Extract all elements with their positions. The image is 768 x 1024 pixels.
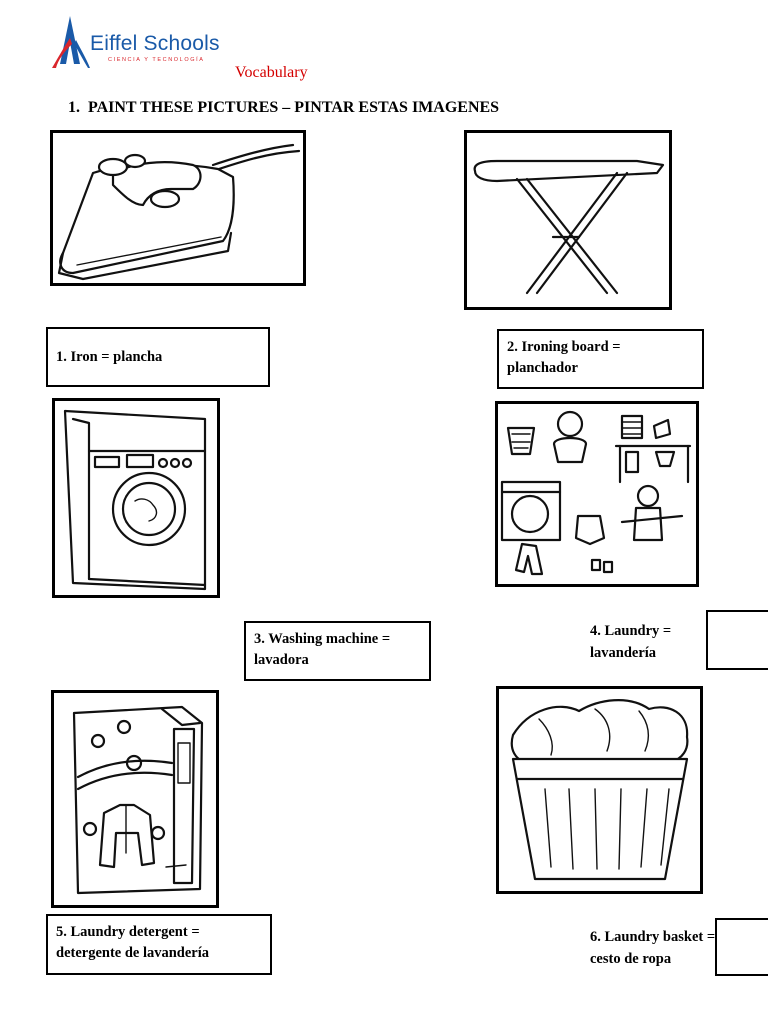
washing-machine-picture	[52, 398, 220, 598]
iron-picture	[50, 130, 306, 286]
label-laundry-line2: lavandería	[590, 645, 657, 661]
label-iron: 1. Iron = plancha	[46, 327, 270, 387]
label-washing-machine-line1: 3. Washing machine =	[254, 631, 391, 647]
answer-box[interactable]	[706, 610, 768, 670]
logo-name: Eiffel Schools	[90, 32, 220, 55]
label-iron-text: 1. Iron = plancha	[56, 349, 163, 365]
laundry-basket-picture	[496, 686, 703, 894]
laundry-scene-icon	[500, 410, 692, 576]
label-laundry-basket: 6. Laundry basket = cesto de ropa	[590, 926, 760, 970]
label-ironing-board-line2: planchador	[507, 360, 578, 376]
detergent-box-icon	[72, 705, 204, 895]
logo-tagline: CIENCIA Y TECNOLOGÍA	[108, 57, 205, 63]
label-laundry: 4. Laundry = lavandería	[590, 620, 710, 664]
ironing-board-picture	[464, 130, 672, 310]
label-washing-machine-line2: lavadora	[254, 652, 309, 668]
detergent-picture	[51, 690, 219, 908]
eiffel-tower-logo-icon	[52, 16, 90, 68]
laundry-basket-icon	[510, 699, 689, 881]
instruction-heading: 1. PAINT THESE PICTURES – PINTAR ESTAS I…	[68, 99, 500, 116]
label-washing-machine: 3. Washing machine = lavadora	[244, 621, 431, 681]
page-title: Vocabulary	[235, 64, 308, 81]
label-ironing-board-line1: 2. Ironing board =	[507, 339, 621, 355]
label-detergent: 5. Laundry detergent = detergente de lav…	[46, 914, 272, 975]
label-laundry-line1: 4. Laundry =	[590, 623, 672, 639]
school-logo: Eiffel Schools CIENCIA Y TECNOLOGÍA	[50, 14, 230, 70]
laundry-scene-picture	[495, 401, 699, 587]
label-detergent-line2: detergente de lavandería	[56, 945, 210, 961]
ironing-board-icon	[473, 159, 665, 295]
label-laundry-basket-line2: cesto de ropa	[590, 951, 672, 967]
label-ironing-board: 2. Ironing board = planchador	[497, 329, 704, 389]
washing-machine-icon	[63, 409, 207, 591]
label-laundry-basket-line1: 6. Laundry basket =	[590, 929, 716, 945]
answer-box[interactable]	[715, 918, 768, 976]
label-detergent-line1: 5. Laundry detergent =	[56, 924, 200, 940]
iron-icon	[57, 143, 301, 281]
